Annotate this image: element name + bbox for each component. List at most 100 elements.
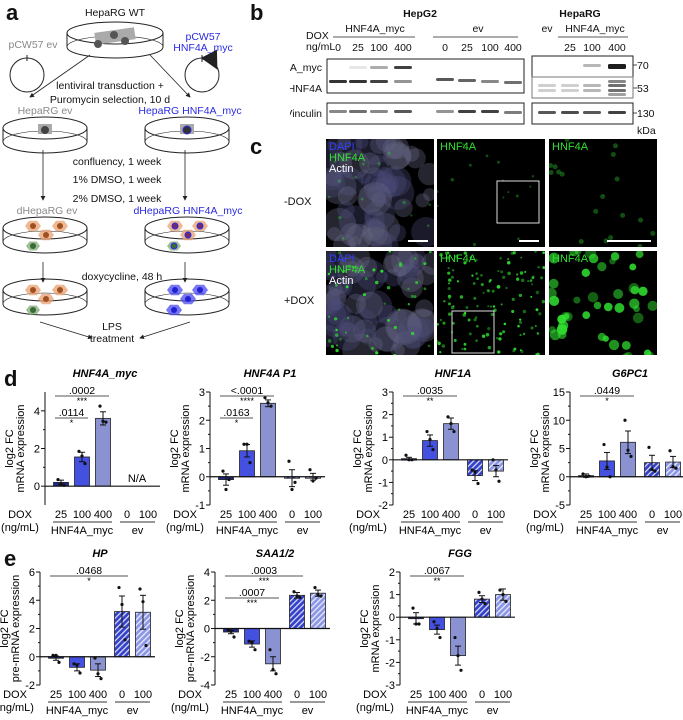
protein-band [608, 89, 626, 92]
nucleus-signal [342, 269, 346, 273]
x-tick-label: 100 [487, 509, 505, 521]
protein-band [561, 89, 579, 92]
x-tick-label: 100 [598, 509, 616, 521]
data-point [229, 629, 233, 633]
nucleus-signal [529, 185, 532, 188]
y-tick-label: 0 [389, 612, 395, 624]
blot-box-heparg-hnf4a [531, 76, 634, 99]
nucleus-signal [612, 143, 618, 149]
panel-label-d: d [4, 366, 18, 391]
protein-band [349, 80, 367, 83]
nucleus-signal [427, 344, 431, 348]
x-tick-label: 400 [89, 689, 107, 701]
nucleus-signal [415, 281, 419, 285]
x-tick-label: 100 [664, 509, 682, 521]
nucleus-signal [593, 301, 602, 310]
nucleus-signal [502, 275, 506, 279]
nucleus-signal [413, 295, 417, 299]
nucleus-signal [597, 332, 606, 341]
data-point [438, 635, 442, 640]
data-point [477, 590, 481, 594]
nucleus-signal [338, 337, 342, 341]
step-confluency: confluency, 1 week [73, 156, 162, 168]
nucleus-signal [465, 306, 469, 309]
nucleus-signal [361, 162, 365, 166]
x-tick-label: 0 [479, 689, 485, 701]
nucleus-signal [377, 162, 381, 166]
nucleus-signal [629, 298, 640, 309]
nucleus-signal [360, 197, 364, 201]
nucleus-signal [337, 251, 342, 255]
nucleus-signal [559, 171, 565, 177]
nucleus-signal [530, 295, 533, 298]
myc-plasmid-label-1: pCW57 [185, 31, 220, 43]
y-axis-label: mRNA expression [180, 404, 192, 492]
hepg2-group-myc: HNF4A_myc [345, 23, 405, 35]
y-axis-label: mRNA expression [540, 404, 552, 492]
nucleus-signal [517, 237, 520, 241]
data-point [605, 465, 609, 469]
nucleus-signal [467, 318, 471, 322]
nucleus-signal [451, 275, 454, 279]
nucleus-signal [556, 169, 562, 175]
bar [260, 402, 276, 478]
group-label-myc: HNF4A_myc [576, 525, 639, 537]
x-tick-label: 25 [50, 689, 62, 701]
nucleus-signal [334, 160, 337, 163]
nucleus-signal [512, 349, 516, 353]
nucleus-signal [622, 353, 630, 355]
nucleus-signal [475, 339, 478, 343]
data-point [476, 481, 480, 486]
protein-band [504, 81, 522, 84]
nucleus-signal [446, 256, 451, 260]
nucleus-signal [463, 261, 467, 265]
nucleus-signal [519, 333, 522, 337]
data-point [117, 585, 121, 590]
y-tick-label: -1 [195, 500, 205, 512]
nucleus-signal [476, 304, 479, 308]
y-tick-label: 4 [34, 406, 40, 418]
y-axis-label: mRNA expression [15, 404, 27, 492]
nucleus-signal [581, 268, 590, 277]
data-point [480, 597, 484, 601]
data-point [671, 464, 675, 469]
nucleus-signal [542, 251, 545, 255]
nucleus-signal [362, 293, 367, 297]
ev-plasmid-label: pCW57 ev [8, 39, 58, 51]
chart-title: FGG [448, 548, 472, 560]
nucleus-signal [334, 317, 338, 321]
group-label-ev: ev [302, 705, 314, 717]
group-label-ev: ev [297, 525, 309, 537]
data-point [623, 418, 627, 422]
x-axis-unit-label: (ng/mL) [166, 522, 204, 534]
p-value-label: .0007 [239, 587, 265, 599]
y-tick-label: -1 [385, 635, 395, 647]
nucleus-signal [624, 351, 633, 355]
step-dmso-2: 2% DMSO, 1 week [73, 193, 162, 205]
nucleus-signal [537, 266, 540, 269]
micrograph-minus-dox-3: HNF4A [549, 139, 657, 247]
nucleus-signal [447, 294, 452, 299]
channel-label: HNF4A [329, 264, 366, 276]
nucleus-signal [410, 331, 415, 336]
y-tick-label: -4 [200, 680, 210, 692]
data-point [435, 626, 439, 631]
data-point [57, 660, 61, 664]
nucleus-signal [413, 257, 417, 260]
nucleus-signal [398, 261, 403, 266]
x-tick-label: 0 [289, 509, 295, 521]
inset-box [496, 180, 540, 224]
data-point [227, 477, 231, 482]
nucleus-signal [609, 257, 616, 265]
nucleus-signal [364, 277, 368, 281]
inset-box [451, 310, 495, 354]
x-axis-dox-label: DOX [533, 509, 558, 521]
nucleus-signal [472, 282, 476, 285]
nucleus-signal [444, 251, 449, 256]
data-point [504, 599, 508, 603]
nucleus-signal [499, 257, 502, 260]
heparg-group-myc: HNF4A_myc [565, 23, 625, 35]
nucleus-signal [354, 175, 358, 179]
protein-band [504, 111, 522, 114]
